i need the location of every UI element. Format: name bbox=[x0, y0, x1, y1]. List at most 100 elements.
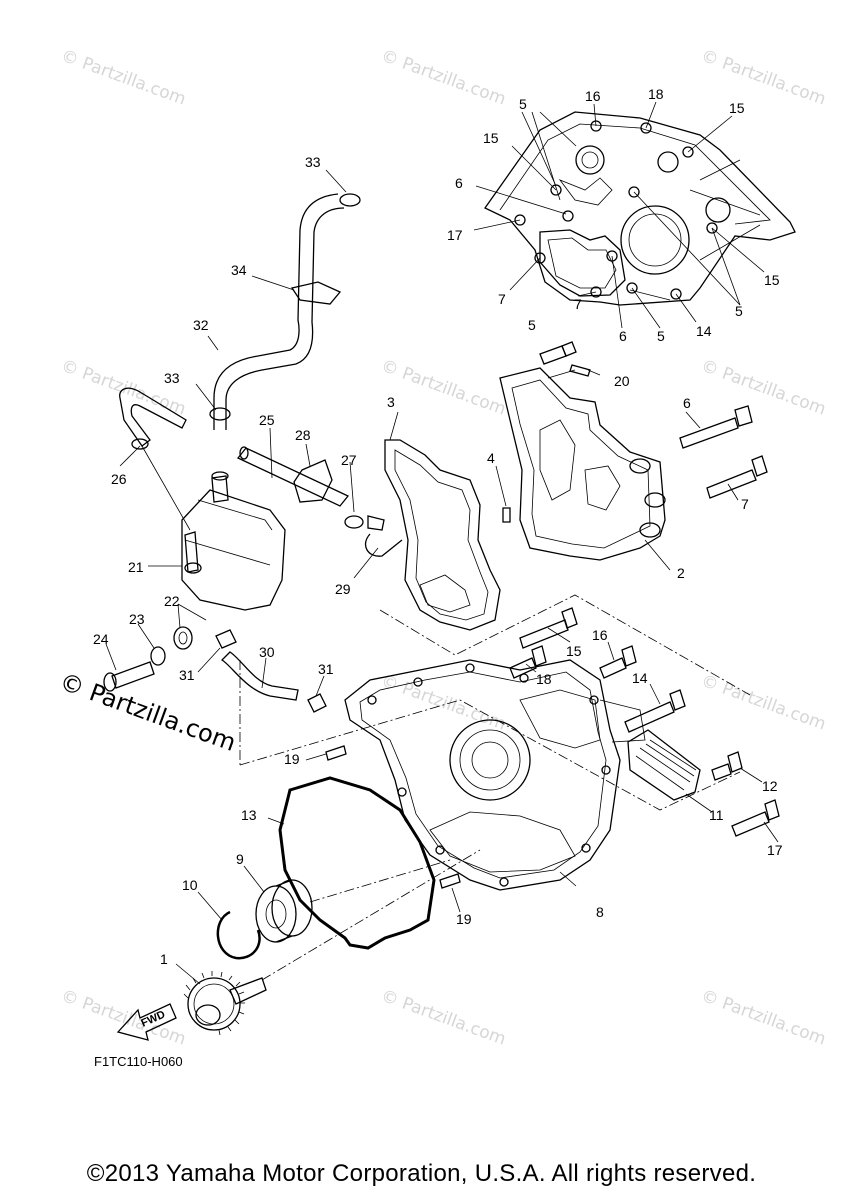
callout-label: 5 bbox=[528, 317, 536, 333]
callout-label: 2 bbox=[677, 565, 685, 581]
callout-label: 17 bbox=[767, 842, 783, 858]
callout-label: 5 bbox=[519, 96, 527, 112]
bolt-illustration bbox=[519, 607, 578, 649]
copyright-notice: ©2013 Yamaha Motor Corporation, U.S.A. A… bbox=[86, 1160, 757, 1187]
dowel-pin-illustration bbox=[325, 745, 347, 761]
hose-clamp-illustration bbox=[209, 193, 361, 421]
callout-label: 7 bbox=[741, 496, 749, 512]
pipe-illustration bbox=[236, 446, 350, 507]
callout-label: 11 bbox=[709, 807, 724, 823]
bolt-illustration bbox=[679, 405, 753, 449]
gear-illustration bbox=[183, 971, 267, 1036]
watermark: © Partzilla.com bbox=[58, 986, 188, 1050]
watermark: © Partzilla.com bbox=[378, 356, 508, 420]
callout-label: 18 bbox=[648, 86, 664, 102]
callout-label: 6 bbox=[455, 175, 463, 191]
breather-hose-illustration bbox=[119, 387, 187, 447]
callout-label: 9 bbox=[236, 851, 244, 867]
hose-clip-illustration bbox=[290, 281, 342, 305]
callout-label: 19 bbox=[284, 751, 300, 767]
callout-label: 25 bbox=[259, 412, 275, 428]
clamp-illustration bbox=[344, 515, 385, 531]
callout-label: 14 bbox=[696, 323, 712, 339]
callout-label: 27 bbox=[341, 452, 357, 468]
callout-label: 5 bbox=[735, 303, 743, 319]
callout-label: 30 bbox=[259, 644, 275, 660]
strainer-illustration bbox=[627, 729, 701, 801]
callout-labels: 5 16 18 15 15 6 17 15 7 7 5 6 5 14 5 20 … bbox=[93, 86, 783, 967]
bolt-illustration bbox=[509, 645, 547, 679]
watermark: © Partzilla.com bbox=[698, 671, 828, 735]
callout-label: 16 bbox=[592, 627, 608, 643]
figure-code: F1TC110-H060 bbox=[94, 1054, 183, 1069]
holder-illustration bbox=[293, 459, 333, 503]
callout-label: 33 bbox=[305, 154, 321, 170]
crankcase-illustration bbox=[484, 111, 796, 306]
callout-label: 8 bbox=[596, 904, 604, 920]
callout-label: 31 bbox=[179, 667, 195, 683]
bolt-illustration bbox=[599, 645, 637, 679]
callout-label: 18 bbox=[536, 671, 552, 687]
callout-label: 23 bbox=[129, 611, 145, 627]
callout-label: 17 bbox=[447, 227, 463, 243]
callout-label: 14 bbox=[632, 670, 648, 686]
callout-label: 6 bbox=[683, 395, 691, 411]
callout-label: 6 bbox=[619, 328, 627, 344]
callout-label: 24 bbox=[93, 631, 109, 647]
gasket-illustration bbox=[384, 439, 501, 631]
o-ring-illustration bbox=[278, 776, 436, 950]
watermark: © Partzilla.com bbox=[698, 46, 828, 110]
callout-label: 16 bbox=[585, 88, 601, 104]
bolt-illustration bbox=[539, 341, 577, 365]
callout-label: 32 bbox=[193, 317, 209, 333]
watermark-prominent: © Partzilla.com bbox=[56, 667, 240, 757]
callout-label: 31 bbox=[318, 661, 334, 677]
band-illustration bbox=[365, 533, 403, 557]
clamp-illustration bbox=[215, 629, 327, 713]
callout-label: 5 bbox=[657, 328, 665, 344]
watermark: © Partzilla.com bbox=[58, 46, 188, 110]
callout-label: 7 bbox=[574, 296, 582, 312]
leader-lines bbox=[105, 101, 779, 985]
callout-label: 21 bbox=[128, 559, 144, 575]
bolt-illustration bbox=[731, 799, 780, 837]
watermark: © Partzilla.com bbox=[378, 671, 508, 735]
washer-illustration bbox=[150, 646, 166, 666]
callout-label: 1 bbox=[160, 951, 168, 967]
dowel-pin-illustration bbox=[569, 364, 591, 377]
callout-label: 10 bbox=[182, 877, 198, 893]
cover-illustration bbox=[344, 659, 646, 891]
dowel-pin-illustration bbox=[439, 873, 461, 889]
bolt-illustration bbox=[706, 455, 768, 499]
bolt-illustration bbox=[711, 751, 743, 781]
watermark: © Partzilla.com bbox=[378, 46, 508, 110]
bearing-illustration bbox=[255, 879, 313, 943]
circlip-illustration bbox=[216, 910, 261, 960]
hose-illustration bbox=[213, 193, 345, 430]
watermark: © Partzilla.com bbox=[378, 986, 508, 1050]
callout-label: 19 bbox=[456, 911, 472, 927]
callout-label: 15 bbox=[764, 272, 780, 288]
housing-illustration bbox=[499, 367, 666, 561]
watermark: © Partzilla.com bbox=[698, 986, 828, 1050]
oil-tank-illustration bbox=[181, 471, 286, 611]
callout-label: 7 bbox=[498, 291, 506, 307]
clamp-illustration bbox=[131, 438, 149, 450]
bolt-illustration bbox=[624, 689, 686, 733]
callout-label: 15 bbox=[483, 130, 499, 146]
callout-label: 20 bbox=[614, 373, 630, 389]
callout-label: 4 bbox=[487, 450, 495, 466]
callout-label: 3 bbox=[387, 394, 395, 410]
callout-label: 22 bbox=[164, 593, 180, 609]
callout-label: 34 bbox=[231, 262, 247, 278]
callout-label: 28 bbox=[295, 427, 311, 443]
callout-label: 29 bbox=[335, 581, 351, 597]
callout-label: 33 bbox=[164, 370, 180, 386]
callout-label: 15 bbox=[566, 643, 582, 659]
watermark: © Partzilla.com bbox=[698, 356, 828, 420]
callout-label: 13 bbox=[241, 807, 257, 823]
watermark-layer: © Partzilla.com © Partzilla.com © Partzi… bbox=[56, 46, 828, 1050]
alignment-lines bbox=[239, 594, 751, 981]
callout-label: 26 bbox=[111, 471, 127, 487]
